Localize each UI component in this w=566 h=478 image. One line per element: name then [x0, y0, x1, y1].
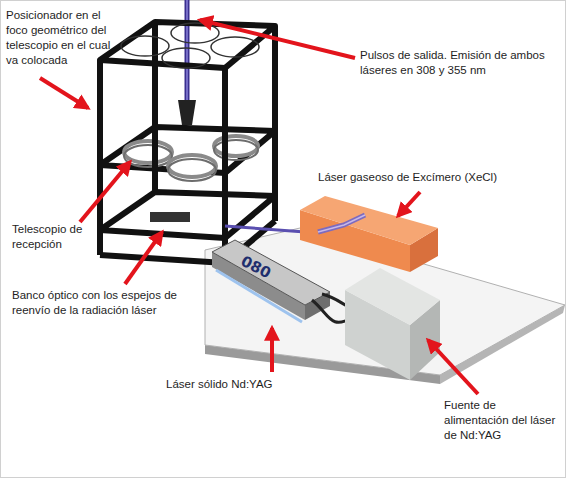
callout-label: Fuente de alimentación del láser de Nd:Y… [444, 398, 556, 443]
callout-arrow [40, 20, 478, 394]
callout-label: Banco óptico con los espejos de reenvío … [12, 288, 198, 318]
callout-label: Telescopio de recepción [12, 222, 94, 252]
positioner-frame [100, 127, 275, 238]
laser-beam [225, 226, 305, 232]
laser-beam [186, 0, 188, 110]
callout-label: Láser sólido Nd:YAG [166, 377, 336, 392]
callout-label: Láser gaseoso de Excímero (XeCl) [318, 170, 553, 185]
ndyag-laser [212, 240, 330, 322]
telescope-mirrors [124, 136, 258, 181]
beam-tube [178, 100, 196, 125]
callout-label: Pulsos de salida. Emisión de ambos láser… [360, 48, 560, 78]
optical-bench [150, 212, 190, 222]
power-supply [345, 268, 440, 380]
laser-beam [185, 0, 190, 110]
excimer-laser [300, 196, 438, 272]
callout-label: Posicionador en el foco geométrico del t… [6, 8, 124, 68]
